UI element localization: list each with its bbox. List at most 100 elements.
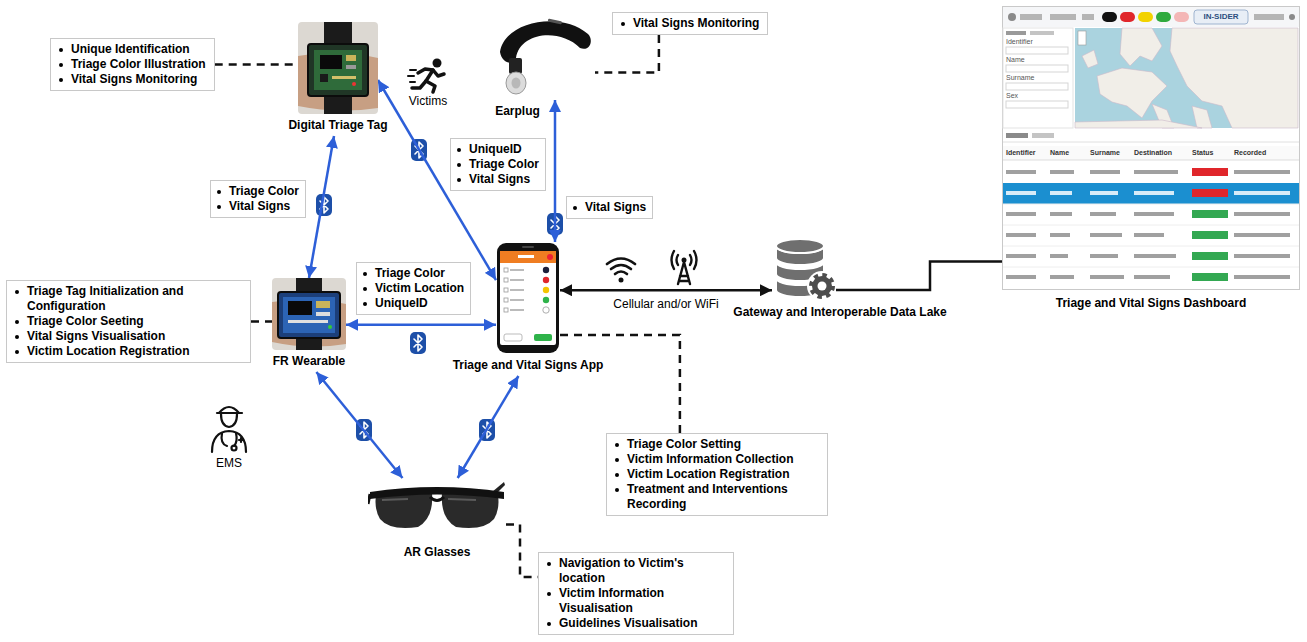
- actor-label: Victims: [409, 94, 447, 108]
- bullet-dot: [363, 287, 367, 291]
- bullet-dot: [547, 622, 551, 626]
- dashboard-screenshot-part: [1194, 10, 1248, 24]
- fr-wearable-photo: [272, 278, 346, 350]
- earplug-photo-part: [548, 19, 562, 25]
- data-lake-icon-part-part: [776, 239, 824, 253]
- runner-icon-part: [408, 70, 416, 82]
- link-data-text: Triage Color: [375, 266, 445, 281]
- bullet-text: Victim Information Visualisation: [559, 586, 725, 616]
- dashboard-screenshot-part-part: [1192, 210, 1228, 218]
- dashboard-screenshot-part-part: [1003, 225, 1299, 226]
- dashboard-screenshot-part: [1078, 31, 1086, 45]
- triage-tag-device-label: Digital Triage Tag: [288, 118, 387, 133]
- device-name: FR Wearable: [273, 354, 345, 369]
- dashboard-text: Name: [1050, 149, 1069, 157]
- feature-leader: [560, 335, 680, 433]
- fr-wearable-photo-part: [288, 301, 312, 315]
- feature-callout: Unique IdentificationTriage Color Illust…: [50, 38, 215, 91]
- phone-app-screen-part: [504, 298, 508, 302]
- bullet-item: Triage Color Setting: [615, 437, 819, 452]
- dashboard-text: Identifier: [1006, 38, 1033, 46]
- dashboard-screenshot-part: [1289, 14, 1295, 20]
- triage-tag-device: Digital Triage Tag: [298, 22, 378, 114]
- dashboard-screenshot-part-part-part: [1006, 212, 1036, 216]
- antenna-icon-part: [672, 251, 697, 269]
- dashboard-screenshot-part-part: [1006, 191, 1290, 195]
- dashboard-text: Identifier: [1006, 149, 1036, 157]
- ar-glasses-device: AR Glasses: [368, 478, 506, 540]
- feature-leader: [595, 35, 659, 72]
- bullet-item: Vital Signs Visualisation: [15, 329, 242, 344]
- bullet-dot: [457, 148, 461, 152]
- phone-app-screen-part: [522, 246, 534, 248]
- triage-tag-photo-part: [346, 55, 356, 61]
- dashboard-text: Destination: [1134, 149, 1172, 157]
- bullet-text: Guidelines Visualisation: [559, 616, 698, 631]
- wifi-icon: [607, 259, 635, 283]
- dashboard-screenshot-part-part-part: [1050, 233, 1070, 237]
- bullet-dot: [15, 320, 19, 324]
- dashboard-screenshot-part: [1003, 28, 1073, 128]
- triage-tag-photo: [298, 22, 378, 114]
- dashboard-screenshot-part-part-part: [1234, 191, 1290, 195]
- dashboard-screenshot-part-part-part: [1234, 275, 1290, 279]
- dashboard-screenshot-part: [1020, 14, 1042, 20]
- dashboard-screenshot-part: [1003, 162, 1299, 281]
- bullet-dot: [621, 22, 625, 26]
- earplug-photo-part: [506, 72, 526, 94]
- device-name: Gateway and Interoperable Data Lake: [733, 305, 946, 320]
- dashboard-screenshot-part: [1008, 13, 1016, 21]
- dashboard-screenshot-part-part: [1003, 246, 1299, 247]
- dashboard-screenshot-part-part: [1003, 183, 1299, 204]
- link-label: Cellular and/or WiFi: [611, 297, 720, 311]
- dashboard-screenshot-part-part-part: [1006, 275, 1036, 279]
- link-info-box: Vital Signs: [566, 196, 653, 219]
- bullet-dot: [363, 302, 367, 306]
- dashboard-screenshot-part-part-part: [1050, 254, 1068, 258]
- dashboard-screenshot-part: [1030, 31, 1054, 35]
- link-data-text: Victim Location: [375, 281, 464, 296]
- dashboard-screenshot-part-part-part: [1090, 212, 1116, 216]
- bullet-dot: [59, 78, 63, 82]
- phone-app-screen-part: [504, 268, 508, 272]
- dashboard-screenshot-part-part-part: [1090, 233, 1122, 237]
- dashboard-screenshot-part-part-part: [1090, 275, 1124, 279]
- dashboard-screenshot-part: [1102, 12, 1117, 22]
- earplug-photo-part: [512, 78, 521, 89]
- triage-tag-photo-part: [314, 50, 362, 90]
- fr-wearable-photo-part: [316, 312, 330, 316]
- dashboard: Triage and Vital Signs DashboardIN-SIDER…: [1002, 6, 1300, 290]
- dashboard-screenshot-part-part: [1075, 120, 1202, 128]
- bluetooth-link: [458, 376, 519, 478]
- dashboard-screenshot-part-part-part: [1090, 170, 1120, 174]
- link-data-text: Vital Signs: [585, 200, 646, 215]
- wifi-icon-part: [611, 265, 631, 269]
- dashboard-screenshot-part-part-part: [1134, 191, 1174, 195]
- network-link: [560, 289, 772, 292]
- bullet-item: UniqueID: [457, 142, 539, 157]
- phone-app-screen-part: [510, 279, 524, 281]
- bullet-dot: [363, 272, 367, 276]
- feature-callout: Navigation to Victim's locationVictim In…: [538, 552, 734, 635]
- feature-callout: Triage Tag Initialization and Configurat…: [6, 280, 251, 363]
- data-lake-icon-part: [807, 271, 836, 300]
- dashboard-screenshot-part: [1050, 14, 1076, 20]
- triage-tag-photo-part: [352, 82, 356, 86]
- phone-app-screen-part: [543, 297, 549, 303]
- dashboard-screenshot-part-part-part: [1234, 254, 1290, 258]
- earplug-device-label: Earplug: [495, 104, 540, 119]
- bullet-item: Triage Tag Initialization and Configurat…: [15, 284, 242, 314]
- ems-icon-part: [239, 438, 243, 442]
- bullet-text: Navigation to Victim's location: [559, 556, 725, 586]
- ems-icon-part: [212, 431, 246, 452]
- ar-glasses-image-part: [370, 487, 504, 499]
- bullet-item: Vital Signs Monitoring: [621, 16, 759, 31]
- fr-wearable-photo-part: [278, 292, 340, 338]
- feature-callout: Triage Color SettingVictim Information C…: [606, 433, 828, 516]
- runner-icon-part: [418, 69, 444, 76]
- phone-app-label: Triage and Vital Signs App: [453, 358, 604, 373]
- bullet-item: Victim Location Registration: [615, 467, 819, 482]
- device-name: Earplug: [495, 104, 540, 119]
- bullet-dot: [615, 458, 619, 462]
